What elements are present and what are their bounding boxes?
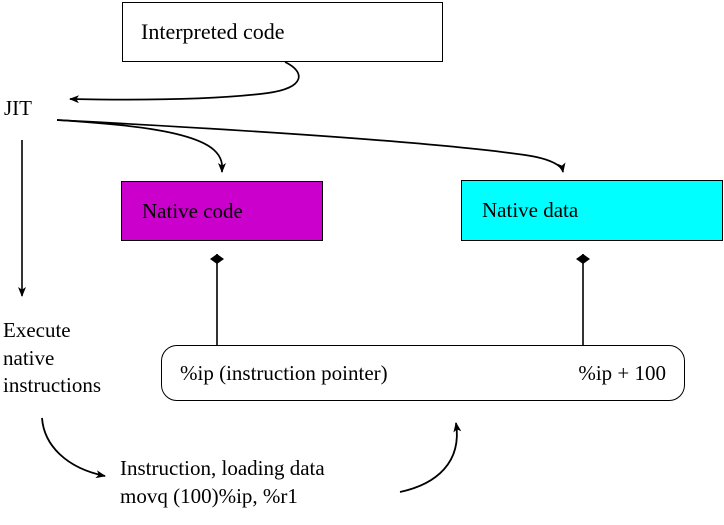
label-execute-native-instructions: Execute native instructions (3, 318, 101, 398)
instruction-pointer-label: %ip (instruction pointer) (180, 360, 388, 385)
label-instruction-loading-data: Instruction, loading data movq (100)%ip,… (120, 456, 325, 508)
node-interpreted-code[interactable]: Interpreted code (122, 2, 443, 62)
node-interpreted-code-label: Interpreted code (141, 19, 285, 44)
edge-instruction-to-ip-box (399, 422, 462, 493)
edge-execute-to-instruction (41, 417, 106, 479)
edge-jit-to-native-code (56, 119, 227, 173)
node-native-code-label: Native code (142, 198, 243, 223)
edge-interpreted-code-to-jit (69, 61, 300, 104)
edge-jit-to-native-data (56, 119, 566, 173)
node-native-data-label: Native data (482, 198, 579, 222)
label-jit: JIT (4, 96, 32, 120)
node-native-data[interactable]: Native data (461, 180, 723, 241)
node-instruction-pointer-box[interactable]: %ip (instruction pointer) %ip + 100 (161, 345, 685, 401)
instruction-pointer-offset-label: %ip + 100 (578, 360, 666, 385)
node-native-code[interactable]: Native code (121, 181, 323, 241)
